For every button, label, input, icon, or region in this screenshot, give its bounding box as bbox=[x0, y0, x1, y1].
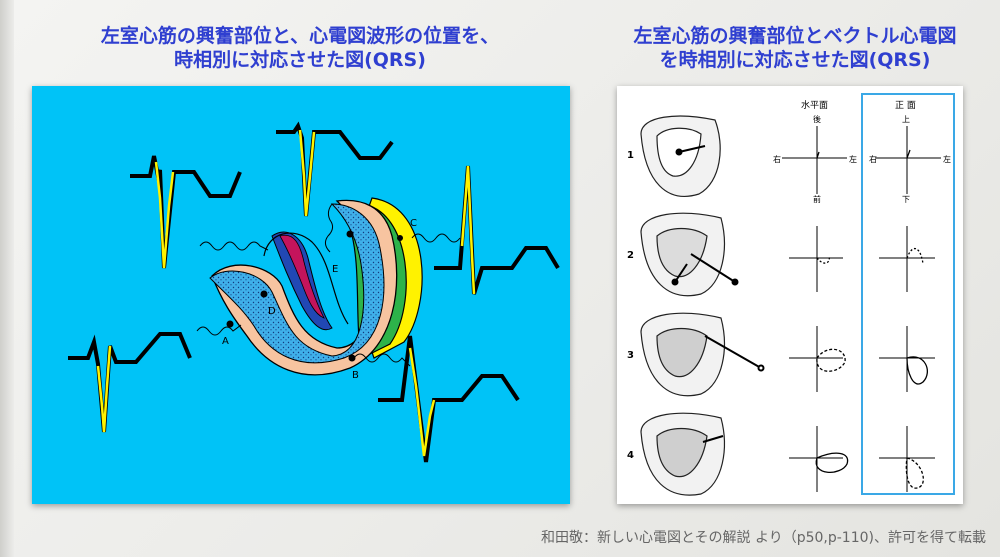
ecg-trace-bottom bbox=[378, 335, 520, 463]
label-a: A bbox=[222, 336, 229, 347]
label-d: D bbox=[268, 306, 276, 317]
vector-loops bbox=[815, 149, 928, 489]
heart-sketches bbox=[640, 115, 725, 496]
label-back: 後 bbox=[813, 114, 821, 124]
frontal-column-frame bbox=[861, 93, 955, 495]
row-number-1: 1 bbox=[627, 150, 634, 161]
header-frontal: 正 面 bbox=[895, 100, 916, 111]
excitation-points bbox=[226, 230, 403, 362]
row-number-3: 3 bbox=[627, 350, 634, 361]
ventricle-wall bbox=[209, 197, 423, 376]
vector-axes bbox=[782, 126, 941, 492]
left-title: 左室心筋の興奮部位と、心電図波形の位置を、 時相別に対応させた図(QRS) bbox=[100, 25, 500, 71]
ecg-trace-top-left bbox=[130, 155, 242, 269]
depolarization-vectors bbox=[671, 145, 765, 443]
header-horizontal: 水平面 bbox=[801, 99, 828, 111]
ecg-trace-left bbox=[68, 332, 192, 433]
label-front: 前 bbox=[813, 194, 821, 204]
vector-ecg-svg: 水平面 正 面 後 前 右 左 上 下 右 左 1 2 3 4 bbox=[627, 93, 955, 496]
label-left-h: 左 bbox=[849, 154, 857, 164]
ecg-trace-top-center bbox=[276, 121, 394, 217]
heart-ecg-diagram: A B C D E bbox=[32, 86, 570, 504]
ecg-trace-right bbox=[434, 165, 560, 295]
label-b: B bbox=[352, 370, 359, 381]
source-credit: 和田敬：新しい心電図とその解説 より（p50,p-110)、許可を得て転載 bbox=[540, 530, 986, 546]
label-right-h: 右 bbox=[773, 154, 781, 164]
label-e: E bbox=[332, 264, 338, 275]
vector-ecg-diagram: 水平面 正 面 後 前 右 左 上 下 右 左 1 2 3 4 bbox=[617, 86, 963, 504]
label-down: 下 bbox=[902, 195, 910, 204]
row-number-4: 4 bbox=[627, 450, 634, 461]
label-right-f: 右 bbox=[869, 154, 877, 164]
label-c: C bbox=[410, 218, 417, 229]
page-left-edge bbox=[0, 0, 14, 557]
right-title: 左室心筋の興奮部位とベクトル心電図 を時相別に対応させた図(QRS) bbox=[633, 25, 957, 71]
excitation-paths bbox=[196, 203, 461, 367]
label-up: 上 bbox=[902, 115, 910, 124]
label-left-f: 左 bbox=[943, 154, 951, 164]
row-number-2: 2 bbox=[627, 250, 634, 261]
heart-ecg-svg: A B C D E bbox=[68, 121, 560, 463]
